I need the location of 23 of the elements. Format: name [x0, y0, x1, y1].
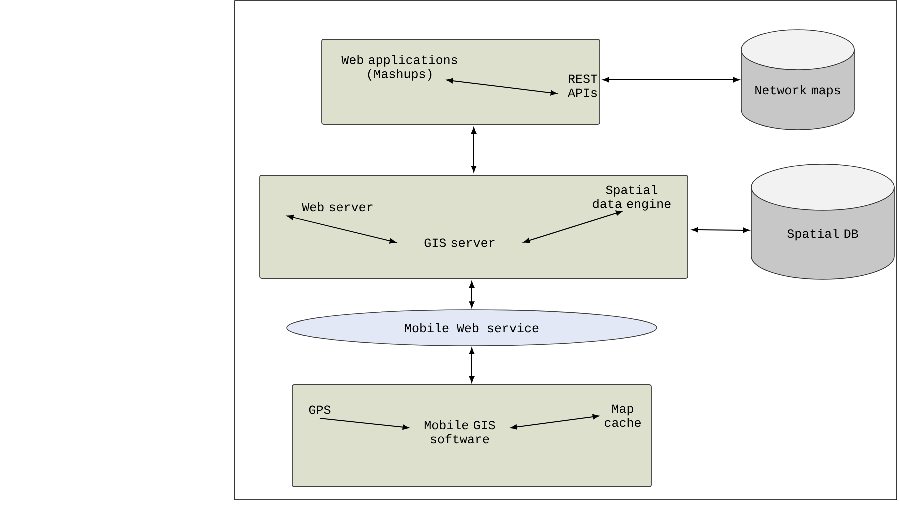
arrow	[469, 282, 475, 308]
arrow	[524, 210, 623, 244]
arrow	[471, 128, 477, 172]
database-cylinder: Spatial DB	[751, 164, 895, 280]
component-label: GIS server	[424, 238, 495, 248]
arrow	[446, 78, 558, 96]
component-label: Web server	[302, 202, 373, 212]
component-box	[322, 39, 600, 125]
component-box	[292, 384, 652, 488]
arrow	[469, 348, 475, 383]
database-cylinder: Network maps	[741, 30, 855, 130]
component-label: Web applications (Mashups)	[342, 55, 458, 81]
arrow	[510, 414, 600, 430]
arrow	[692, 227, 750, 234]
component-label: GPS	[309, 406, 331, 414]
component-label: Mobile GIS software	[424, 420, 496, 444]
arrow	[603, 77, 740, 83]
component-label: REST APIs	[568, 74, 598, 98]
component-label: Map cache	[605, 404, 641, 428]
arrow	[320, 418, 410, 430]
component-label: Spatial data engine	[593, 185, 671, 211]
component-box	[260, 175, 688, 279]
arrow	[287, 215, 396, 244]
